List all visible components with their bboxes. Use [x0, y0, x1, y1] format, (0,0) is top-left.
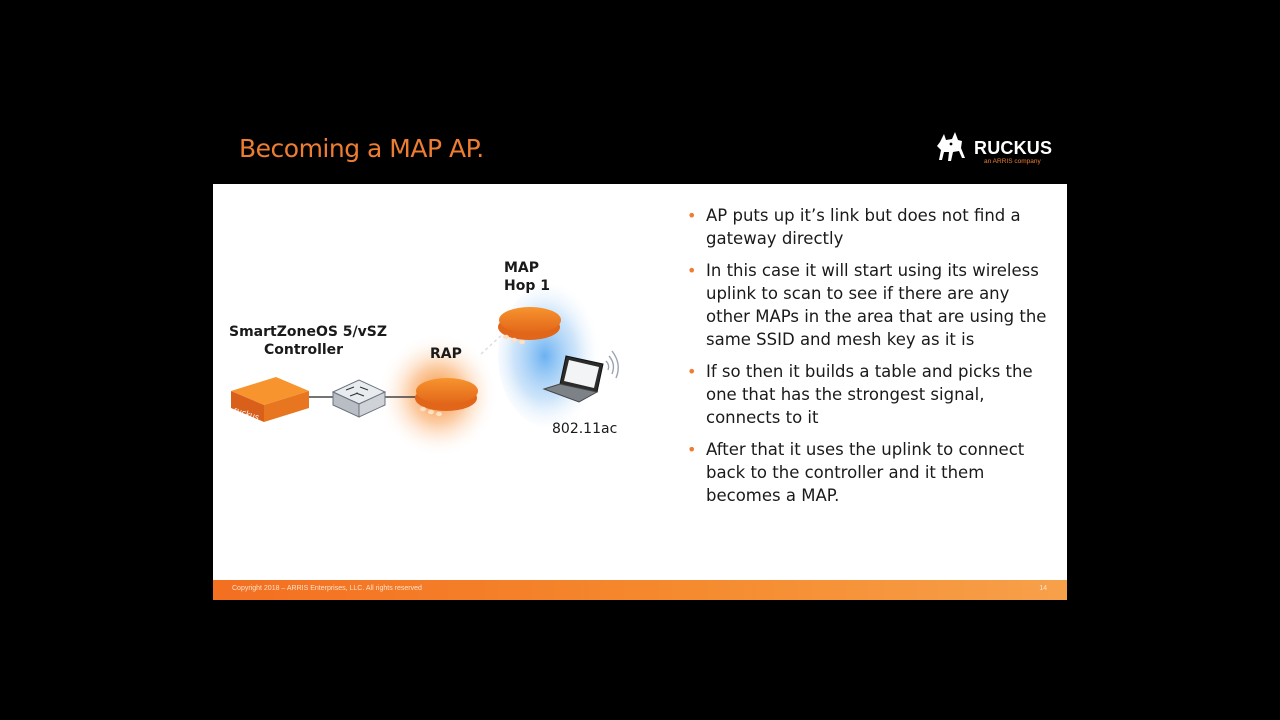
- bullet-icon: •: [687, 206, 697, 225]
- ruckus-logo: RUCKUS an ARRIS company: [932, 128, 1053, 170]
- bullet-text: In this case it will start using its wir…: [706, 261, 1047, 349]
- slide-footer: Copyright 2018 – ARRIS Enterprises, LLC.…: [213, 580, 1067, 600]
- bullet-item: • AP puts up it’s link but does not find …: [687, 204, 1057, 250]
- wifi-signal-icon: [605, 350, 619, 379]
- controller-label-line1: SmartZoneOS 5/vSZ: [229, 324, 388, 340]
- bullet-icon: •: [687, 261, 697, 280]
- laptop-icon: [542, 355, 604, 403]
- bullet-icon: •: [687, 440, 697, 459]
- map-access-point: [498, 307, 561, 345]
- bullet-item: • If so then it builds a table and picks …: [687, 360, 1057, 429]
- controller-device: ruckus: [231, 377, 309, 422]
- slide-content: ruckus: [213, 184, 1067, 580]
- rap-label: RAP: [430, 346, 462, 362]
- bullet-item: • In this case it will start using its wi…: [687, 259, 1057, 351]
- map-label-line1: MAP: [504, 260, 540, 276]
- map-signal-glow: [498, 284, 602, 428]
- map-label-line2: Hop 1: [504, 278, 550, 294]
- bullet-list: • AP puts up it’s link but does not find …: [687, 204, 1057, 516]
- bullet-text: After that it uses the uplink to connect…: [706, 440, 1025, 505]
- rap-access-point: [415, 378, 478, 417]
- logo-subtext: an ARRIS company: [984, 158, 1041, 165]
- bullet-text: If so then it builds a table and picks t…: [706, 362, 1033, 427]
- logo-wordmark: RUCKUS: [974, 138, 1053, 158]
- bullet-text: AP puts up it’s link but does not find a…: [706, 206, 1021, 248]
- controller-label-line2: Controller: [264, 342, 344, 358]
- slide-title: Becoming a MAP AP.: [239, 134, 484, 163]
- switch-device: [331, 379, 387, 418]
- mesh-network-diagram: ruckus: [231, 284, 619, 457]
- bullet-item: • After that it uses the uplink to connec…: [687, 438, 1057, 507]
- footer-copyright: Copyright 2018 – ARRIS Enterprises, LLC.…: [232, 585, 422, 592]
- page-number: 14: [1039, 585, 1047, 592]
- client-label: 802.11ac: [552, 421, 618, 437]
- dog-icon: [937, 132, 965, 161]
- bullet-icon: •: [687, 362, 697, 381]
